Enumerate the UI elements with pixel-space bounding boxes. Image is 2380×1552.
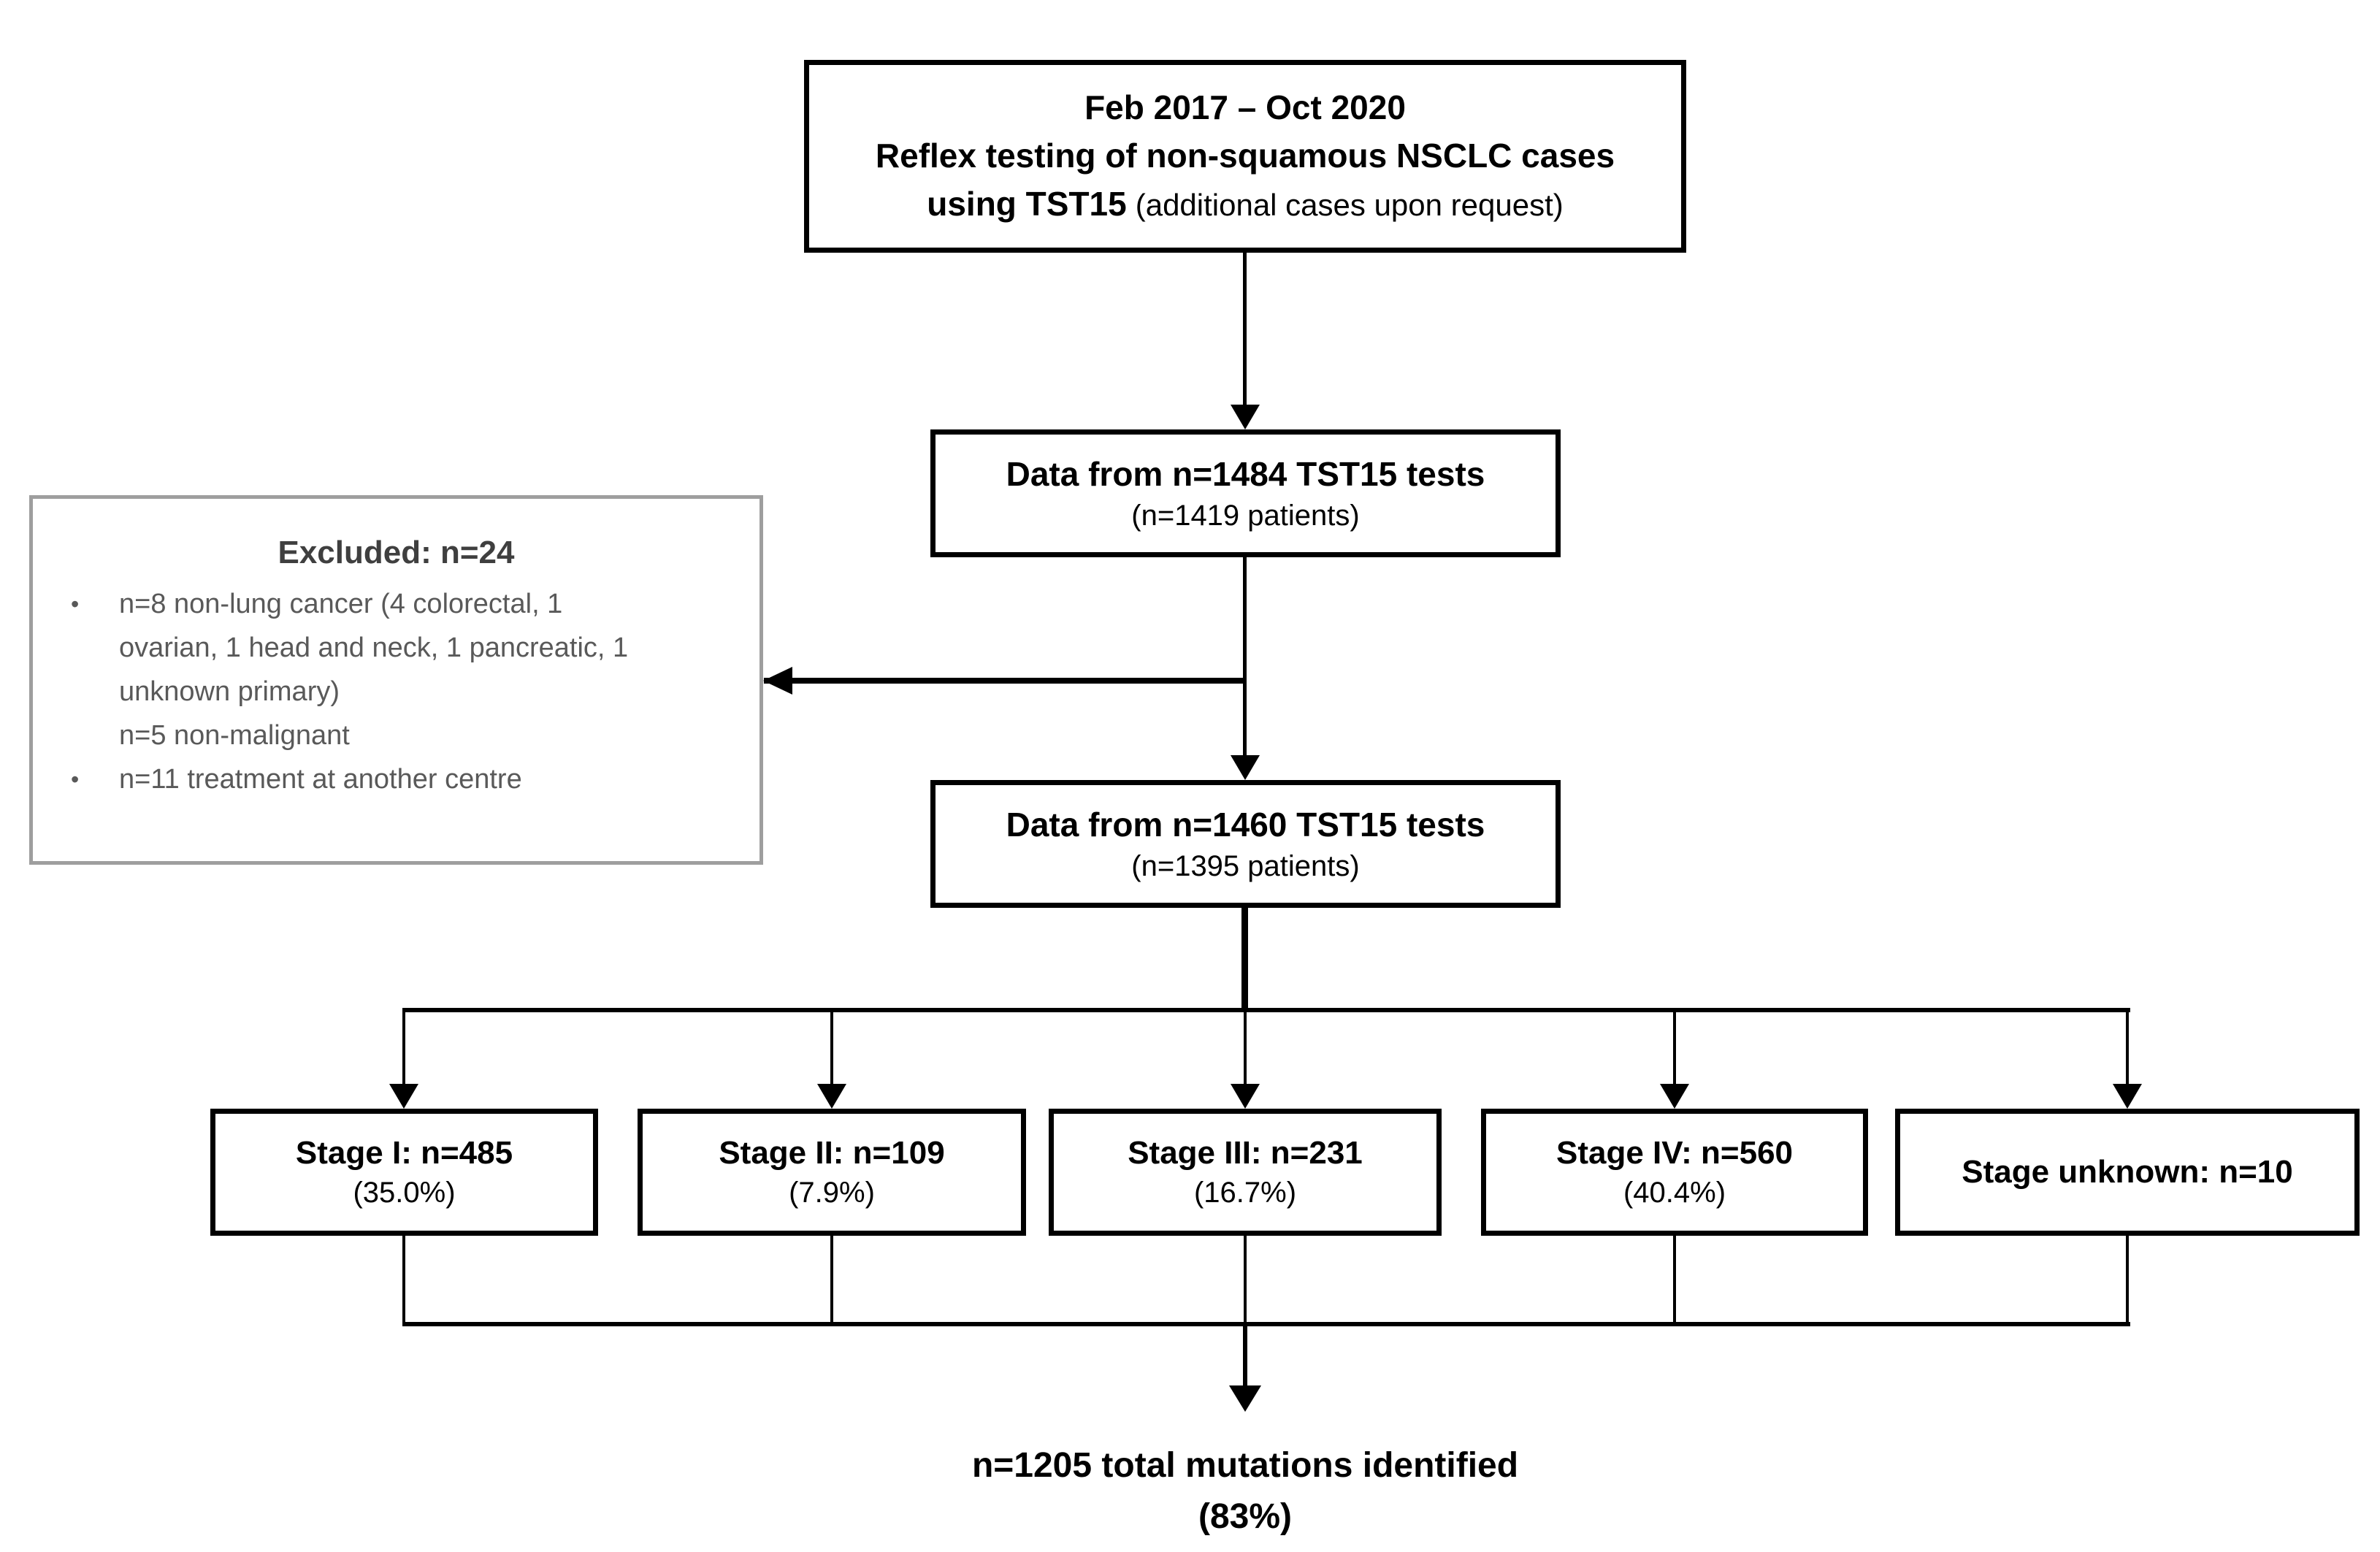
excluded-text: n=5 non-malignant	[119, 720, 350, 751]
stage-drop-arrowhead-3	[1231, 1084, 1260, 1109]
stage-drop-line-2	[830, 1010, 833, 1084]
included-tests-patients: (n=1395 patients)	[1131, 849, 1360, 882]
stage-box-ii: Stage II: n=109 (7.9%)	[638, 1109, 1026, 1236]
excluded-line: unknown primary)	[33, 670, 759, 714]
stage-return-line-2	[830, 1236, 833, 1324]
stage-label: Stage I: n=485	[295, 1135, 513, 1171]
total-arrow-line	[1243, 1324, 1247, 1385]
study-method-bold: using TST15	[927, 185, 1127, 223]
stage-drop-line-4	[1673, 1010, 1676, 1084]
bullet-dot: •	[71, 591, 80, 617]
connector-to-excluded	[764, 678, 1245, 684]
distribution-stem	[1241, 908, 1248, 1010]
stage-box-iv: Stage IV: n=560 (40.4%)	[1481, 1109, 1868, 1236]
stage-drop-arrowhead-4	[1660, 1084, 1689, 1109]
excluded-line: • n=11 treatment at another centre	[33, 757, 759, 801]
included-tests-box: Data from n=1460 TST15 tests (n=1395 pat…	[930, 780, 1561, 908]
arrowhead-initial-to-included	[1231, 755, 1260, 780]
stage-return-line-4	[1673, 1236, 1676, 1324]
study-description: Reflex testing of non-squamous NSCLC cas…	[875, 137, 1615, 175]
distribution-line	[402, 1008, 2130, 1012]
stage-drop-arrowhead-2	[817, 1084, 846, 1109]
study-period-box: Feb 2017 – Oct 2020 Reflex testing of no…	[804, 60, 1686, 253]
stage-drop-line-3	[1244, 1010, 1247, 1084]
total-mutations-percent: (83%)	[1198, 1497, 1293, 1536]
excluded-list: • n=8 non-lung cancer (4 colorectal, 1 o…	[33, 582, 759, 801]
stage-drop-arrowhead-5	[2113, 1084, 2142, 1109]
stage-label: Stage unknown: n=10	[1962, 1154, 2293, 1190]
connector-initial-to-included	[1243, 557, 1247, 758]
total-mutations-line: n=1205 total mutations identified	[971, 1446, 1519, 1485]
included-tests-title: Data from n=1460 TST15 tests	[1006, 805, 1485, 844]
stage-drop-arrowhead-1	[389, 1084, 418, 1109]
stage-box-unknown: Stage unknown: n=10	[1895, 1109, 2360, 1236]
study-method-note: (additional cases upon request)	[1135, 188, 1564, 222]
stage-return-line-5	[2126, 1236, 2129, 1324]
initial-tests-patients: (n=1419 patients)	[1131, 499, 1360, 532]
stage-label: Stage II: n=109	[719, 1135, 945, 1171]
stage-drop-line-5	[2126, 1010, 2129, 1084]
initial-tests-title: Data from n=1484 TST15 tests	[1006, 454, 1485, 493]
stage-box-iii: Stage III: n=231 (16.7%)	[1049, 1109, 1442, 1236]
stage-label: Stage III: n=231	[1128, 1135, 1363, 1171]
excluded-box: Excluded: n=24 • n=8 non-lung cancer (4 …	[29, 495, 763, 865]
study-method-line: using TST15(additional cases upon reques…	[927, 180, 1564, 229]
study-period-dates: Feb 2017 – Oct 2020	[1084, 88, 1406, 126]
excluded-text: unknown primary)	[119, 676, 340, 707]
stage-percent: (16.7%)	[1193, 1177, 1297, 1209]
stage-return-line-1	[402, 1236, 405, 1324]
excluded-text: ovarian, 1 head and neck, 1 pancreatic, …	[119, 632, 629, 663]
initial-tests-box: Data from n=1484 TST15 tests (n=1419 pat…	[930, 429, 1561, 557]
connector-top-to-initial	[1243, 253, 1247, 408]
stage-box-i: Stage I: n=485 (35.0%)	[210, 1109, 598, 1236]
arrowhead-top-to-initial	[1231, 405, 1260, 429]
excluded-line: n=5 non-malignant	[33, 714, 759, 757]
excluded-title: Excluded: n=24	[278, 535, 515, 570]
total-mutations-text: n=1205 total mutations identified (83%)	[661, 1440, 1829, 1543]
arrowhead-to-excluded	[763, 667, 792, 695]
stage-label: Stage IV: n=560	[1556, 1135, 1794, 1171]
excluded-line: ovarian, 1 head and neck, 1 pancreatic, …	[33, 626, 759, 670]
bullet-dot: •	[71, 766, 80, 792]
stage-drop-line-1	[402, 1010, 405, 1084]
stage-return-line-3	[1244, 1236, 1247, 1324]
excluded-line: • n=8 non-lung cancer (4 colorectal, 1	[33, 582, 759, 626]
excluded-text: n=8 non-lung cancer (4 colorectal, 1	[119, 589, 563, 619]
total-arrowhead	[1229, 1385, 1261, 1412]
excluded-text: n=11 treatment at another centre	[119, 764, 522, 795]
convergence-line	[402, 1322, 2130, 1326]
stage-percent: (40.4%)	[1623, 1177, 1726, 1209]
stage-percent: (35.0%)	[353, 1177, 456, 1209]
stage-percent: (7.9%)	[789, 1177, 875, 1209]
